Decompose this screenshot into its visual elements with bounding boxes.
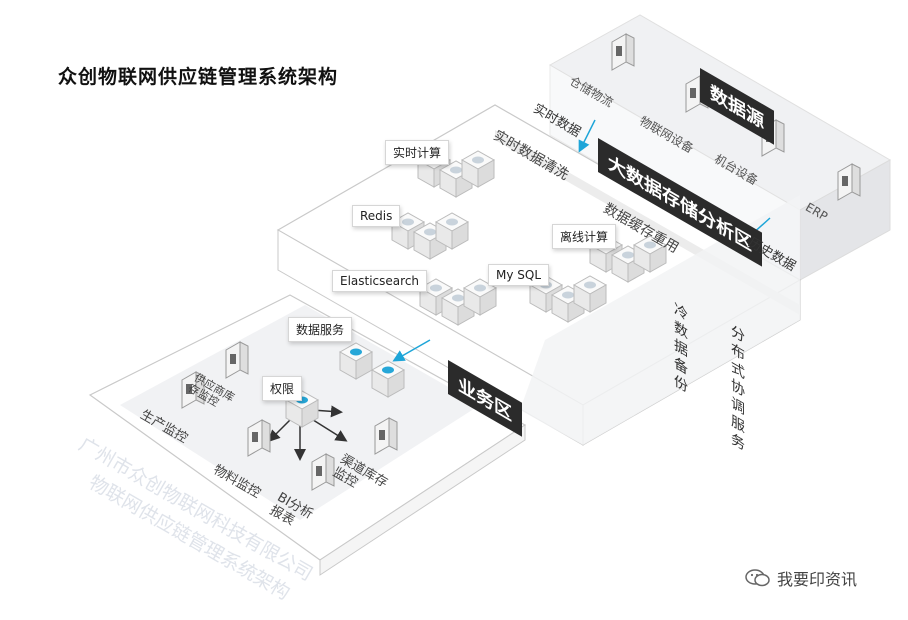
data-service-arrow [392, 339, 431, 362]
material-monitor-icon [247, 419, 271, 457]
big-data-platform [276, 104, 802, 446]
offline-compute-server-c [632, 235, 668, 273]
realtime-data-arrow [578, 119, 596, 153]
production-monitor-icon [181, 371, 205, 409]
erp-device-icon [837, 163, 861, 201]
data-service-server-b [370, 360, 406, 398]
bi-report-icon [311, 453, 335, 491]
distributed-service-label: 分布式协调服务 [729, 321, 745, 457]
data-service-server-a [338, 342, 374, 380]
data-service-callout: 数据服务 [288, 317, 353, 342]
permission-callout: 权限 [262, 376, 303, 401]
elasticsearch-callout: Elasticsearch [332, 270, 428, 292]
permission-arrow-bi [309, 417, 348, 442]
mysql-server-c [572, 275, 608, 313]
server-clusters [284, 150, 668, 428]
page-title: 众创物联网供应链管理系统架构 [58, 66, 339, 88]
logo-text: 我要印资讯 [777, 570, 858, 589]
wechat-logo: 我要印资讯 [745, 566, 857, 590]
realtime-compute-server-c [460, 150, 496, 188]
realtime-compute-callout: 实时计算 [385, 140, 450, 165]
supplier-monitor-icon [225, 341, 249, 379]
warehouse-device-icon [611, 33, 635, 71]
mysql-callout: My SQL [488, 264, 550, 286]
channel-monitor-icon [374, 417, 398, 455]
redis-server-c [434, 212, 470, 250]
wechat-icon [745, 569, 770, 587]
offline-compute-callout: 离线计算 [552, 224, 617, 249]
cold-backup-label: 冷数据备份 [672, 299, 688, 399]
redis-callout: Redis [352, 205, 401, 227]
